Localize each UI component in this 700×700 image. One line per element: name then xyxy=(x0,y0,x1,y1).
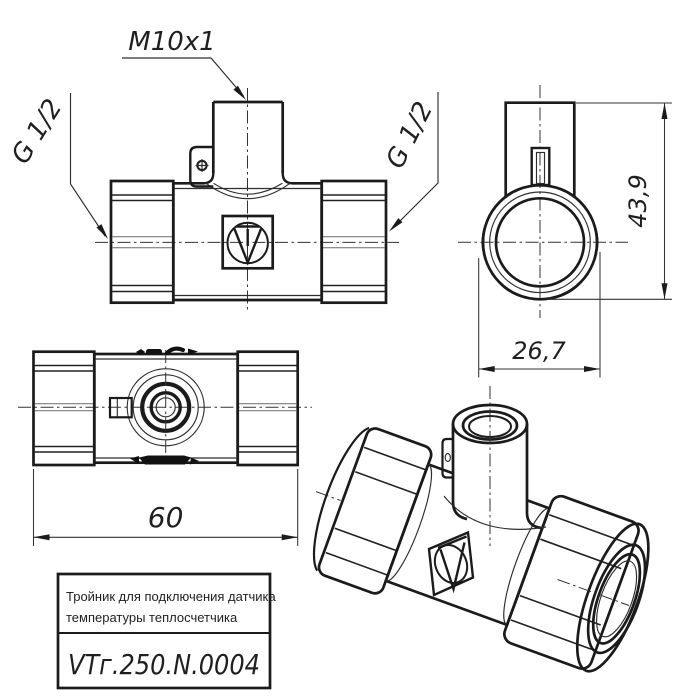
top-view: 60 xyxy=(18,346,312,546)
port-fillets xyxy=(203,172,293,185)
body-outline xyxy=(171,181,324,302)
hex-facet-lines xyxy=(112,194,385,293)
sensor-bracket xyxy=(189,145,214,188)
dim-43-9-text: 43,9 xyxy=(624,174,652,227)
dim-60-text: 60 xyxy=(148,501,184,534)
label-g12-left-leader: G 1/2 xyxy=(6,93,108,239)
bracket-tab xyxy=(108,396,133,419)
thread-lines xyxy=(112,236,385,249)
hex-facet-lines xyxy=(34,364,297,453)
right-hex-nut xyxy=(236,350,300,467)
label-g12-left: G 1/2 xyxy=(6,94,69,169)
right-hex-nut xyxy=(320,179,388,305)
valtec-logo-icon xyxy=(221,214,275,270)
front-view: M10x1 G 1/2 G 1/2 xyxy=(6,27,439,312)
part-description-line2: температуры теплосчетчика xyxy=(66,610,238,625)
label-m10x1-leader: M10x1 xyxy=(122,27,246,100)
left-hex-nut xyxy=(32,350,96,467)
label-g12-right-leader: G 1/2 xyxy=(381,92,440,232)
title-block: Тройник для подключения датчика температ… xyxy=(56,572,277,690)
iso-top-port xyxy=(443,403,547,530)
dim-26-7-text: 26,7 xyxy=(512,337,566,365)
port-saddle-curves xyxy=(205,182,291,200)
body-highlight-lines xyxy=(174,187,321,297)
hex-nut-end xyxy=(481,183,599,301)
iso-sensor-bracket xyxy=(441,437,453,479)
brand-mark-bottom xyxy=(130,455,199,465)
leader-arrowhead xyxy=(233,85,246,100)
iso-valtec-logo-icon xyxy=(427,530,475,597)
top-port-profile xyxy=(504,101,576,197)
top-port xyxy=(211,100,285,173)
brand-mark-top xyxy=(136,346,198,355)
title-block-border xyxy=(56,572,272,690)
part-description-line1: Тройник для подключения датчика xyxy=(66,589,277,604)
label-m10x1: M10x1 xyxy=(128,27,215,57)
dimension-43-9: 43,9 xyxy=(548,102,672,300)
dimension-26-7: 26,7 xyxy=(478,252,601,378)
part-number: VTг.250.N.0004 xyxy=(68,648,260,681)
side-view: 43,9 26,7 xyxy=(458,85,672,378)
left-hex-nut xyxy=(109,179,175,305)
leader-arrowhead xyxy=(389,218,403,232)
thread-lines xyxy=(34,403,297,412)
iso-view xyxy=(312,386,650,673)
label-g12-right: G 1/2 xyxy=(381,97,440,173)
leader-arrowhead xyxy=(96,224,108,239)
dimension-60: 60 xyxy=(32,469,299,546)
